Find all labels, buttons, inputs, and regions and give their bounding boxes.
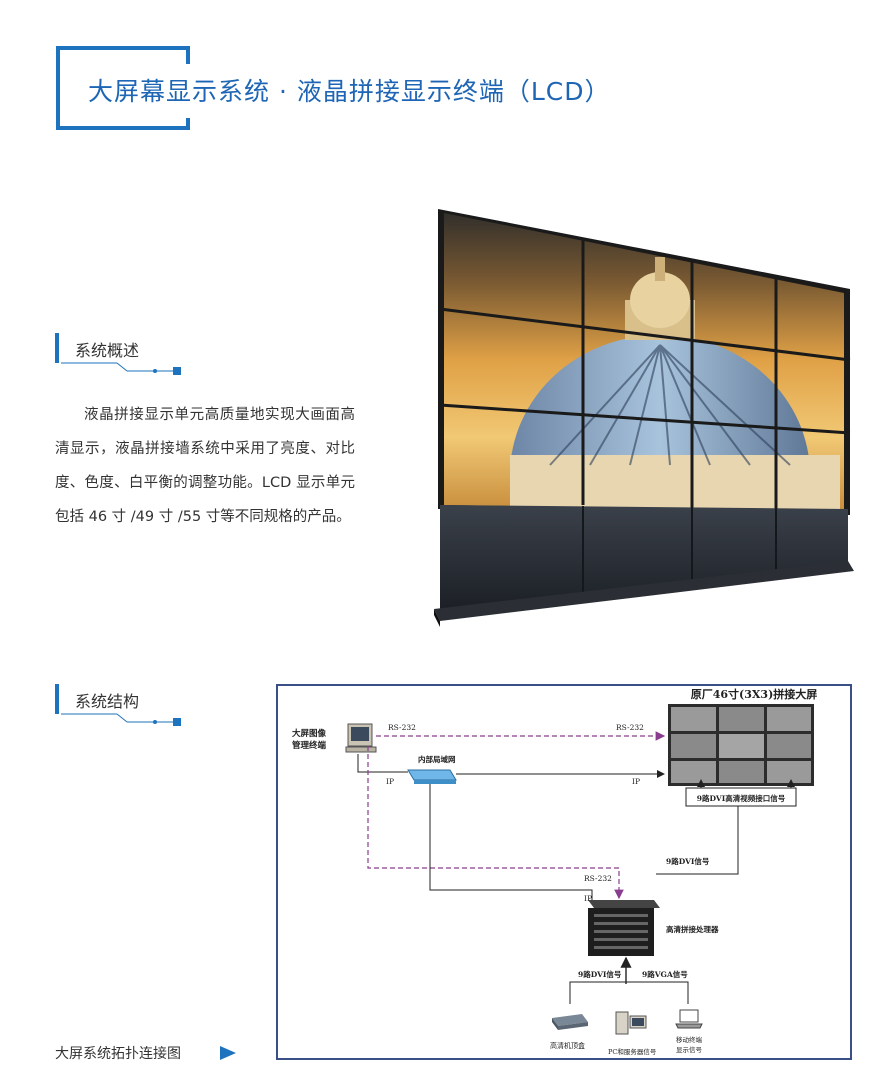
ip-label-c: IP (584, 894, 592, 903)
title-frame (56, 46, 190, 130)
pc-server-label: PC和服务器信号 (608, 1047, 657, 1056)
structure-heading: 系统结构 (75, 692, 140, 711)
lcd-wall-icon (668, 704, 814, 786)
pc-server-icon (615, 1011, 647, 1035)
play-arrow-icon (220, 1046, 236, 1060)
mobile-label-1: 移动终端 (676, 1035, 703, 1044)
heading-underline-icon (61, 713, 181, 726)
network-switch-icon (407, 769, 457, 784)
rs232-label-c: RS-232 (584, 874, 612, 883)
settop-box-icon (552, 1014, 588, 1030)
heading-bar (55, 333, 59, 363)
topology-diagram: 原厂46寸(3X3)拼接大屏 9路DVI高清视频接口信号 大屏图像 管理终端 R… (276, 684, 852, 1060)
dvi-interface-label: 9路DVI高清视频接口信号 (697, 793, 786, 803)
interface-box (685, 787, 797, 807)
heading-bar (55, 684, 59, 714)
page-title: 大屏幕显示系统 · 液晶拼接显示终端（LCD） (88, 77, 611, 106)
processor-icon (588, 900, 660, 956)
computer-terminal-icon (345, 723, 377, 753)
laptop-icon (675, 1009, 703, 1029)
lan-label: 内部局域网 (418, 754, 456, 764)
overview-heading: 系统概述 (75, 341, 140, 360)
overview-heading-block: 系统概述 (55, 333, 185, 375)
overview-body: 液晶拼接显示单元高质量地实现大画面高清显示，液晶拼接墙系统中采用了亮度、对比度、… (55, 407, 355, 525)
dvi-signal-label: 9路DVI信号 (666, 856, 710, 866)
terminal-label-2: 管理终端 (292, 740, 327, 751)
input-vga-label: 9路VGA信号 (642, 969, 688, 979)
rs232-label-b: RS-232 (616, 723, 644, 732)
wall-title: 原厂46寸(3X3)拼接大屏 (691, 687, 818, 701)
ip-label-b: IP (632, 777, 640, 786)
input-dvi-label: 9路DVI信号 (578, 969, 622, 979)
diagram-caption: 大屏系统拓扑连接图 (55, 1046, 181, 1062)
rs232-label-a: RS-232 (388, 723, 416, 732)
video-wall-image (434, 209, 854, 627)
structure-heading-block: 系统结构 (55, 684, 185, 726)
terminal-label-1: 大屏图像 (292, 728, 327, 739)
ip-label-a: IP (386, 777, 394, 786)
processor-label: 高清拼接处理器 (666, 924, 719, 934)
mobile-label-2: 显示信号 (676, 1045, 703, 1054)
heading-underline-icon (61, 362, 181, 375)
settop-box-label: 高清机顶盒 (550, 1041, 585, 1050)
